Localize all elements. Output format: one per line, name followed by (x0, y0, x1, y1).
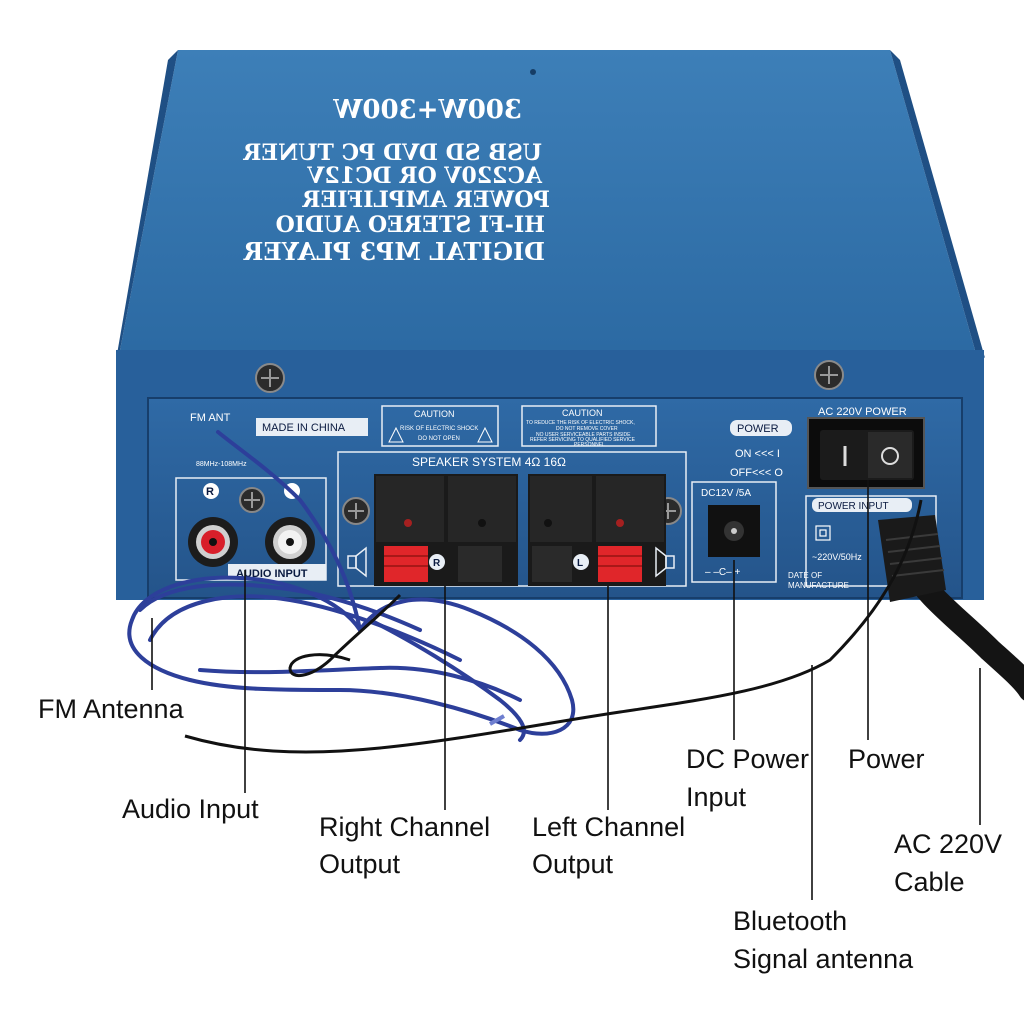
speaker-terminal-left-channel[interactable]: L (528, 474, 666, 586)
callout-bluetooth-line1: Bluetooth (733, 906, 848, 936)
dc-jack-pin (731, 528, 737, 534)
warning-triangle-icon (477, 426, 493, 443)
rocker-off-mark (881, 447, 899, 465)
ac-rating-label: ~220V/50Hz (812, 552, 862, 562)
rca-r-badge (203, 483, 219, 499)
fm-antenna-wire (127, 430, 576, 742)
rca-screw (239, 487, 265, 513)
power-input-label-box (812, 498, 912, 512)
front-screw-right (814, 360, 844, 390)
ac-power-label: AC 220V POWER (818, 406, 907, 418)
ac-plug (878, 515, 946, 602)
left-positive-clip[interactable] (598, 546, 642, 582)
callout-right-channel-line2: Output (319, 849, 401, 879)
dc-polarity-label: – –C– + (705, 567, 740, 578)
callout-ac-cable-line2: Cable (894, 867, 965, 897)
speaker-system-label: SPEAKER SYSTEM 4Ω 16Ω (412, 455, 566, 469)
callout-fm-antenna: FM Antenna (38, 694, 184, 724)
right-negative-clip[interactable] (458, 546, 502, 582)
off-indicator-label: OFF<<< O (730, 467, 783, 479)
callout-left-channel-line2: Output (532, 849, 614, 879)
top-print-line-voltage: AC220V OR DC12V (306, 163, 543, 189)
speaker-icon-left (347, 546, 367, 578)
case-left-side (116, 50, 178, 360)
power-panel-label: POWER (737, 423, 779, 435)
made-in-china-box (256, 418, 368, 436)
bluetooth-antenna-loop (288, 593, 402, 677)
made-in-china-label: MADE IN CHINA (262, 422, 346, 434)
callout-leader-lines (151, 480, 981, 900)
fm-antenna-wire-tip (489, 714, 505, 726)
top-print-line-player: DIGITAL MP3 PLAYER (242, 237, 545, 266)
top-print-line-amp: POWER AMPLIFIER (301, 187, 550, 213)
caution-right-line2: DO NOT REMOVE COVER (556, 426, 618, 432)
speaker-icon-right (655, 546, 675, 578)
caution-left-title: CAUTION (414, 409, 455, 419)
dc-rating-label: DC12V /5A (701, 488, 751, 499)
callout-dc-power-line1: DC Power (686, 744, 810, 774)
date-of-label: DATE OF (788, 571, 822, 580)
double-insulation-icon (815, 525, 831, 541)
case-top (120, 50, 975, 350)
caution-right-line5: PERSONNEL (574, 442, 605, 448)
speaker-screw-left (342, 497, 370, 525)
caution-right-title: CAUTION (562, 408, 603, 418)
callout-left-channel-line1: Left Channel (532, 812, 686, 842)
caution-right-line1: TO REDUCE THE RISK OF ELECTRIC SHOCK, (526, 420, 635, 426)
top-print-line-power: 300W+300W (332, 95, 522, 125)
caution-left-line2: DO NOT OPEN (418, 436, 460, 442)
manufacture-label: MANUFACTURE (788, 581, 849, 590)
caution-right-line3: NO USER SERVICEABLE PARTS INSIDE (536, 432, 631, 438)
callout-ac-cable-line1: AC 220V (894, 829, 1003, 859)
speaker-terminal-right-channel[interactable]: R (374, 474, 518, 586)
terminal-l-label: L (577, 558, 583, 569)
top-print: 300W+300W USB SD DVD PC TUNER AC220V OR … (242, 95, 550, 266)
rca-jack-left[interactable] (265, 517, 315, 567)
callout-right-channel-line1: Right Channel (319, 812, 491, 842)
power-input-label: POWER INPUT (818, 501, 889, 512)
bluetooth-antenna-wire (184, 499, 923, 754)
top-print-line-sources: USB SD DVD PC TUNER (242, 140, 542, 166)
rca-r-label: R (206, 486, 214, 498)
caution-label-left (381, 405, 499, 447)
callout-power: Power (848, 744, 925, 774)
double-insulation-icon-inner (819, 529, 827, 537)
case-top-screw-hole (530, 69, 536, 75)
left-negative-clip[interactable] (532, 546, 572, 582)
case-right-side (890, 50, 985, 358)
right-positive-clip[interactable] (384, 546, 428, 582)
front-screw-left (255, 363, 285, 393)
terminal-r-label: R (433, 558, 441, 569)
callout-dc-power-line2: Input (686, 782, 747, 812)
fm-ant-label: FM ANT (190, 412, 231, 424)
caution-right-line4: REFER SERVICING TO QUALIFIED SERVICE (530, 437, 636, 443)
callout-audio-input: Audio Input (122, 794, 259, 824)
callout-bluetooth-line2: Signal antenna (733, 944, 914, 974)
fm-band-label: 88MHz-108MHz (196, 461, 247, 468)
on-indicator-label: ON <<< I (735, 448, 780, 460)
rca-jack-right[interactable] (188, 517, 238, 567)
rocker-raised-half (868, 432, 912, 478)
audio-input-label-strip (228, 564, 326, 580)
warning-triangle-icon (388, 426, 404, 443)
caution-left-line1: RISK OF ELECTRIC SHOCK (400, 426, 478, 432)
top-print-line-hifi: HI-FI STEREO AUDIO (276, 212, 545, 238)
power-label-box (730, 420, 792, 436)
caution-label-right (521, 405, 657, 447)
